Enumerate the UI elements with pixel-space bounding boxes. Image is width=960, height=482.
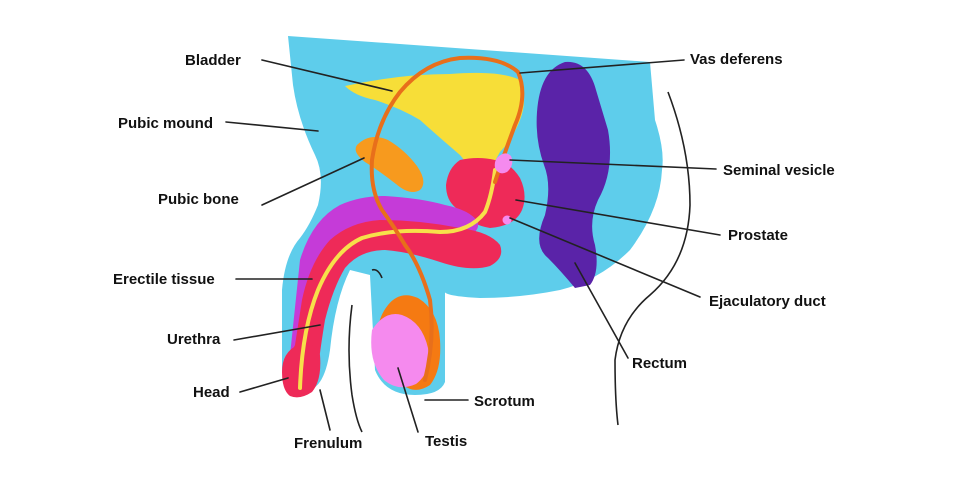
- testis-leader: [397, 367, 419, 433]
- label-seminal-vesicle: Seminal vesicle: [723, 162, 835, 179]
- label-bladder: Bladder: [185, 52, 241, 69]
- rectum-leader: [574, 262, 629, 359]
- rectum-shape: [536, 61, 611, 288]
- seminal-vesicle-leader: [509, 159, 717, 170]
- label-prostate: Prostate: [728, 227, 788, 244]
- bladder-leader: [261, 59, 393, 92]
- ejaculatory-duct-dot: [502, 215, 512, 225]
- back-outline: [614, 91, 691, 426]
- testis-shape: [371, 314, 429, 388]
- head-leader: [239, 377, 289, 393]
- urethra-line: [298, 168, 497, 390]
- scrotum-outline: [371, 268, 383, 279]
- label-erectile-tissue: Erectile tissue: [113, 271, 215, 288]
- label-pubic-mound: Pubic mound: [118, 115, 213, 132]
- bladder-shape: [345, 72, 524, 180]
- leg-outline: [348, 304, 363, 433]
- label-ejaculatory-duct: Ejaculatory duct: [709, 293, 826, 310]
- label-frenulum: Frenulum: [294, 435, 362, 452]
- spongiosum-shape: [285, 220, 502, 396]
- label-rectum: Rectum: [632, 355, 687, 372]
- label-vas-deferens: Vas deferens: [690, 51, 783, 68]
- vas-deferens-line: [369, 55, 525, 382]
- vas-deferens-leader: [519, 59, 685, 74]
- label-pubic-bone: Pubic bone: [158, 191, 239, 208]
- prostate-red-region: [446, 158, 525, 228]
- pubic-mound-leader: [225, 121, 319, 132]
- label-urethra: Urethra: [167, 331, 221, 348]
- label-scrotum: Scrotum: [474, 393, 535, 410]
- pubic-bone-leader: [261, 157, 365, 206]
- seminal-vesicle-shape: [494, 153, 513, 174]
- label-testis: Testis: [425, 433, 467, 450]
- ejaculatory-duct-leader: [509, 217, 701, 298]
- label-head: Head: [193, 384, 230, 401]
- urethra-leader: [233, 324, 321, 341]
- frenulum-leader: [319, 389, 331, 431]
- prostate-leader: [515, 199, 721, 236]
